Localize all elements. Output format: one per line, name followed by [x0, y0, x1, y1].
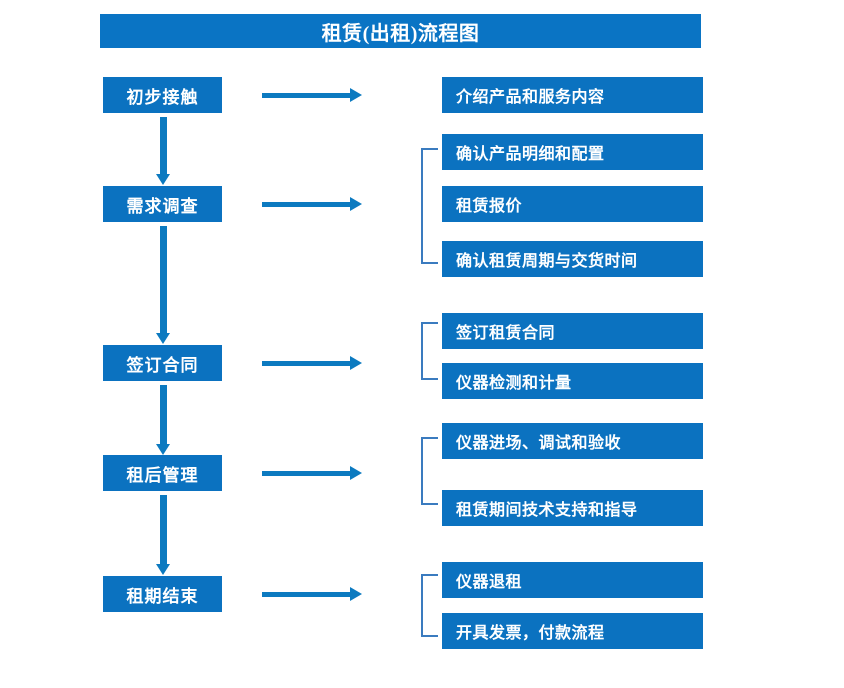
- stage-box-5[interactable]: 租期结束: [103, 576, 222, 612]
- detail-box-7[interactable]: 仪器进场、调试和验收: [442, 423, 703, 459]
- down-arrow-icon-4: [156, 495, 170, 575]
- arrow-shaft: [160, 226, 167, 333]
- arrow-shaft: [262, 592, 352, 597]
- stage-box-3[interactable]: 签订合同: [103, 345, 222, 381]
- arrow-head: [350, 466, 362, 480]
- group-bracket-2: [421, 322, 438, 380]
- stage-box-2[interactable]: 需求调查: [103, 186, 222, 222]
- down-arrow-icon-3: [156, 385, 170, 455]
- arrow-shaft: [160, 385, 167, 444]
- group-bracket-1: [421, 148, 438, 264]
- right-arrow-icon-1: [262, 88, 362, 102]
- detail-box-10[interactable]: 开具发票，付款流程: [442, 613, 703, 649]
- arrow-head: [156, 174, 170, 185]
- right-arrow-icon-2: [262, 197, 362, 211]
- detail-box-3[interactable]: 租赁报价: [442, 186, 703, 222]
- stage-box-4[interactable]: 租后管理: [103, 455, 222, 491]
- right-arrow-icon-4: [262, 466, 362, 480]
- detail-box-2[interactable]: 确认产品明细和配置: [442, 134, 703, 170]
- right-arrow-icon-3: [262, 356, 362, 370]
- arrow-shaft: [160, 117, 167, 174]
- stage-box-1[interactable]: 初步接触: [103, 77, 222, 113]
- arrow-head: [350, 197, 362, 211]
- arrow-head: [350, 88, 362, 102]
- down-arrow-icon-2: [156, 226, 170, 344]
- group-bracket-4: [421, 574, 438, 637]
- detail-box-6[interactable]: 仪器检测和计量: [442, 363, 703, 399]
- arrow-shaft: [160, 495, 167, 564]
- arrow-head: [350, 356, 362, 370]
- detail-box-8[interactable]: 租赁期间技术支持和指导: [442, 490, 703, 526]
- arrow-shaft: [262, 471, 352, 476]
- arrow-head: [156, 444, 170, 455]
- arrow-shaft: [262, 361, 352, 366]
- arrow-head: [156, 564, 170, 575]
- group-bracket-3: [421, 437, 438, 505]
- detail-box-1[interactable]: 介绍产品和服务内容: [442, 77, 703, 113]
- page-title: 租赁(出租)流程图: [100, 14, 701, 48]
- detail-box-4[interactable]: 确认租赁周期与交货时间: [442, 241, 703, 277]
- arrow-shaft: [262, 93, 352, 98]
- detail-box-9[interactable]: 仪器退租: [442, 562, 703, 598]
- right-arrow-icon-5: [262, 587, 362, 601]
- arrow-head: [156, 333, 170, 344]
- detail-box-5[interactable]: 签订租赁合同: [442, 313, 703, 349]
- arrow-head: [350, 587, 362, 601]
- arrow-shaft: [262, 202, 352, 207]
- down-arrow-icon-1: [156, 117, 170, 185]
